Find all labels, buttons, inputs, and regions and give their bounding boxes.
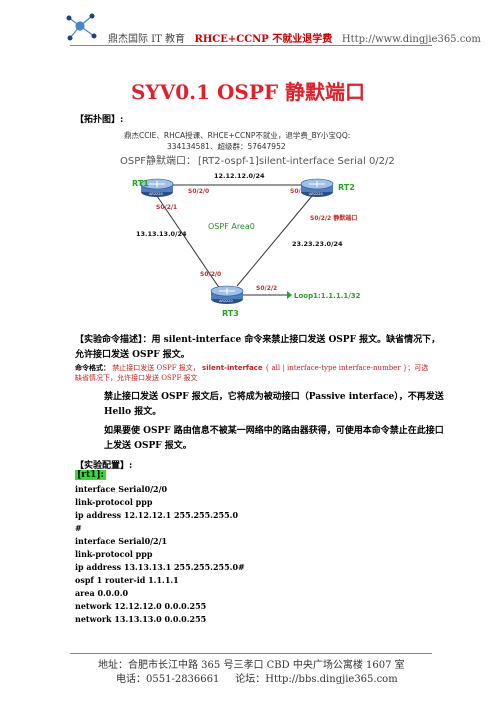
config-line: interface Serial0/2/0 (75, 484, 168, 494)
loopback-arrow-icon (287, 291, 292, 299)
section-config-heading: 【实验配置】: (75, 461, 133, 471)
command-description: 【实验命令描述】：用 silent-interface 命令来禁止接口发送 OS… (75, 335, 441, 360)
config-line: network 12.12.12.0 0.0.0.255 (75, 601, 207, 611)
rt2-s022-label: S0/2/2 静默端口 (310, 214, 357, 222)
ospf-area-label: OSPF Area0 (208, 222, 255, 231)
header-text: 鼎杰国际 IT 教育 RHCE+CCNP 不就业退学费 Http://www.d… (108, 30, 481, 45)
rt1-s020-label: S0/2/0 (188, 188, 209, 195)
config-line: ospf 1 router-id 1.1.1.1 (75, 575, 179, 585)
rt1-label: RT1 (132, 179, 149, 188)
config-line: # (75, 523, 82, 533)
diagram-headline-prefix: OSPF静默端口： (120, 154, 196, 167)
header-divider (70, 45, 432, 46)
note-passive-interface: 禁止接口发送 OSPF 报文后，它将成为被动接口（Passive interfa… (104, 392, 444, 417)
command-format: 命令格式： 禁止接口发送 OSPF 报文， silent-interface {… (75, 363, 445, 383)
link-rt2-rt3 (236, 195, 313, 287)
net-label-23: 23.23.23.0/24 (292, 240, 343, 248)
command-format-text: 禁止接口发送 OSPF 报文， (112, 364, 200, 372)
config-line: interface Serial0/2/1 (75, 536, 168, 546)
config-line: network 13.13.13.0 0.0.0.255 (75, 614, 207, 624)
config-line: area 0.0.0.0 (75, 588, 129, 598)
command-format-default: 缺省情况下，允许接口发送 OSPF 报文 (75, 374, 198, 382)
header-url[interactable]: Http://www.dingjie365.com (341, 34, 481, 45)
rt1-s021-label: S0/2/1 (156, 204, 177, 211)
command-format-keyword: silent-interface (202, 364, 263, 372)
diagram-headline-cmd: [RT2-ospf-1]silent-interface Serial 0/2/… (198, 156, 395, 167)
net-label-13: 13.13.13.0/24 (136, 230, 187, 238)
header-brand: 鼎杰国际 IT 教育 (108, 34, 185, 45)
command-format-label: 命令格式： (75, 363, 110, 372)
router-rt3: AR2220 (210, 285, 244, 304)
header-promo: RHCE+CCNP 不就业退学费 (194, 34, 333, 45)
section-topology-heading: 【拓扑图】: (75, 115, 124, 125)
rt3-s022-label: S0/2/2 (256, 285, 277, 292)
diagram-ad-line1: 鼎杰CCIE、RHCA授课、RHCE+CCNP不就业，退学费_BY小宝QQ: (124, 130, 350, 140)
footer-contact: 电话：0551-2836661 论坛：Http://bbs.dingjie365… (116, 670, 398, 685)
config-rt1-label: [rt1]: (75, 470, 106, 480)
rt2-s020-label: S0/2/0 (290, 188, 311, 195)
rt2-model-label: AR2220 (309, 192, 323, 196)
diagram-ad-line2: 334134581、超级群：57647952 (167, 141, 286, 151)
footer-tel: 电话：0551-2836661 (116, 674, 220, 685)
footer-forum[interactable]: 论坛：Http://bbs.dingjie365.com (235, 674, 398, 685)
rt3-s020-label: S0/2/0 (200, 271, 221, 278)
net-label-12: 12.12.12.0/24 (214, 172, 265, 180)
router-rt2: AR2220 (300, 178, 334, 197)
link-rt1-rt3 (156, 195, 221, 290)
dingjie-logo (66, 13, 97, 41)
page-title: SYV0.1 OSPF 静默端口 (130, 80, 366, 104)
router-rt1: AR2220 (140, 178, 174, 197)
config-line: link-protocol ppp (75, 497, 153, 507)
config-line: ip address 13.13.13.1 255.255.255.0# (75, 562, 245, 572)
topology-diagram: 鼎杰CCIE、RHCA授课、RHCE+CCNP不就业，退学费_BY小宝QQ: 3… (120, 130, 395, 318)
command-format-args: { all | interface-type interface-number … (264, 364, 429, 372)
rt2-label: RT2 (338, 183, 355, 192)
note-usage: 如果要使 OSPF 路由信息不被某一网络中的路由器获得，可使用本命令禁止在此接口… (104, 426, 444, 451)
footer-divider (70, 653, 432, 654)
rt3-label: RT3 (222, 309, 239, 318)
rt1-model-label: AR2220 (149, 192, 163, 196)
footer-address: 地址：合肥市长江中路 365 号三孝口 CBD 中央广场公寓楼 1607 室 (98, 660, 405, 671)
rt3-model-label: AR2220 (219, 299, 233, 303)
loopback-label: Loop1:1.1.1.1/32 (294, 292, 361, 300)
config-line: link-protocol ppp (75, 549, 153, 559)
config-line: ip address 12.12.12.1 255.255.255.0 (75, 510, 239, 520)
